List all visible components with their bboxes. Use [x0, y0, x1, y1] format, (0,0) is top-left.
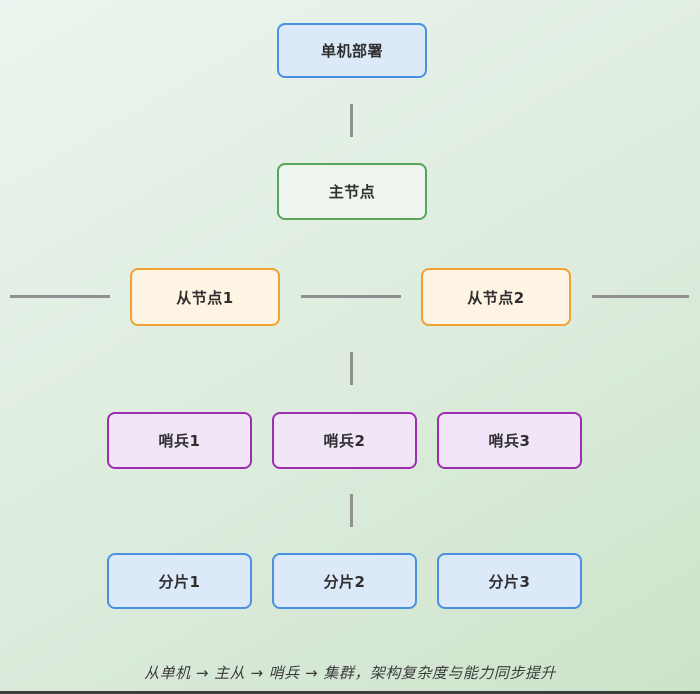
- connector-standalone-master: [350, 104, 353, 137]
- connector-right-stub: [592, 295, 689, 298]
- node-sentinel2: 哨兵2: [272, 412, 417, 469]
- node-shard2: 分片2: [272, 553, 417, 609]
- node-master: 主节点: [277, 163, 427, 220]
- node-slave1: 从节点1: [130, 268, 280, 326]
- node-master-label: 主节点: [328, 183, 376, 201]
- connector-left-stub: [10, 295, 110, 298]
- node-shard1: 分片1: [107, 553, 252, 609]
- node-sentinel1: 哨兵1: [107, 412, 252, 469]
- node-sentinel3-label: 哨兵3: [488, 432, 531, 450]
- node-sentinel2-label: 哨兵2: [323, 432, 366, 450]
- node-slave1-label: 从节点1: [176, 288, 234, 307]
- node-shard3-label: 分片3: [488, 572, 531, 591]
- node-standalone-label: 单机部署: [320, 42, 383, 60]
- node-sentinel1-label: 哨兵1: [158, 432, 201, 450]
- node-shard2-label: 分片2: [323, 572, 366, 591]
- node-standalone: 单机部署: [277, 23, 427, 78]
- node-shard3: 分片3: [437, 553, 582, 609]
- diagram-caption: 从单机 → 主从 → 哨兵 → 集群，架构复杂度与能力同步提升: [144, 664, 556, 682]
- connector-slaves-sentinels: [350, 352, 353, 385]
- connector-sentinels-shards: [350, 494, 353, 527]
- node-slave2-label: 从节点2: [467, 288, 525, 307]
- bottom-edge-strip: [0, 691, 700, 694]
- node-slave2: 从节点2: [421, 268, 571, 326]
- node-sentinel3: 哨兵3: [437, 412, 582, 469]
- connector-slave1-slave2: [301, 295, 401, 298]
- node-shard1-label: 分片1: [158, 572, 201, 591]
